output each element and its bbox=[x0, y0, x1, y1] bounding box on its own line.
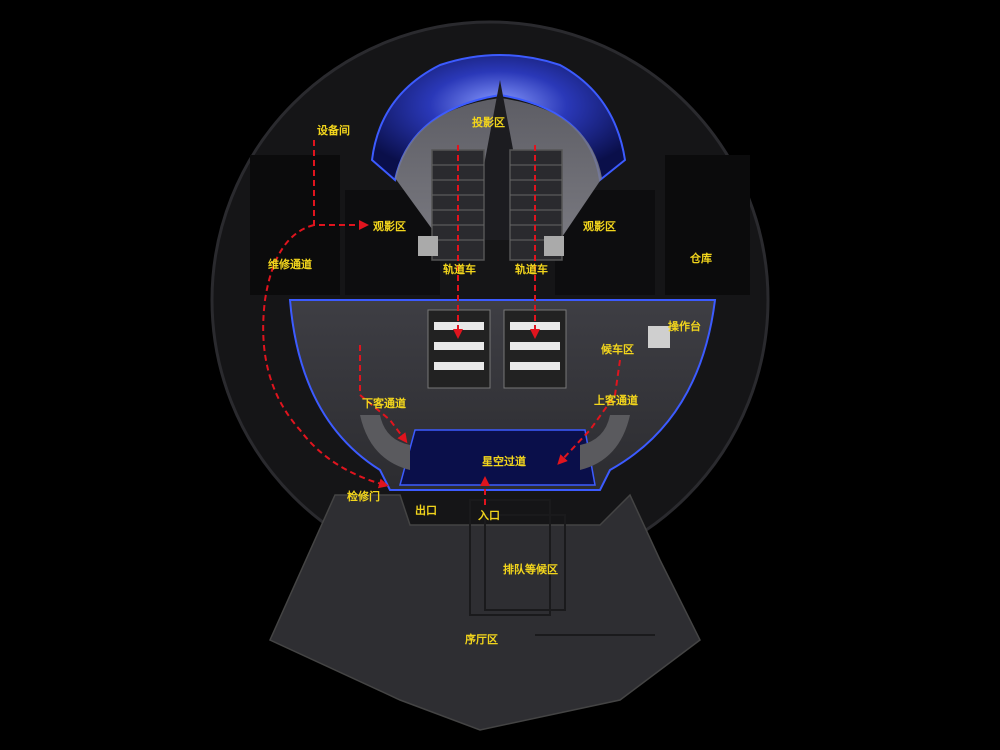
dashed-arrow-icon bbox=[262, 140, 621, 505]
label-viewing-area-left: 观影区 bbox=[373, 219, 406, 233]
label-warehouse: 仓库 bbox=[689, 251, 712, 265]
label-inspection-door: 检修门 bbox=[347, 489, 380, 503]
right-stair bbox=[580, 415, 630, 470]
lobby-floor bbox=[269, 493, 701, 731]
label-equipment-room: 设备间 bbox=[317, 123, 350, 137]
label-queue-area: 排队等候区 bbox=[503, 562, 558, 576]
label-exit-passage: 下客通道 bbox=[362, 396, 406, 410]
label-waiting-area: 候车区 bbox=[601, 342, 634, 356]
projector-right bbox=[544, 236, 564, 256]
label-starry-passage: 星空过道 bbox=[482, 454, 526, 468]
label-projection-area: 投影区 bbox=[472, 115, 505, 129]
label-track-car-left: 轨道车 bbox=[443, 262, 476, 276]
dome-screen bbox=[370, 54, 627, 182]
label-board-passage: 上客通道 bbox=[594, 393, 638, 407]
label-lobby: 序厅区 bbox=[465, 632, 498, 646]
label-track-car-right: 轨道车 bbox=[515, 262, 548, 276]
queue-barriers bbox=[469, 499, 655, 636]
equipment-room bbox=[250, 155, 340, 295]
left-stair bbox=[360, 415, 410, 470]
console-desk bbox=[648, 326, 670, 348]
label-entrance: 入口 bbox=[478, 509, 500, 522]
label-console: 操作台 bbox=[668, 319, 701, 333]
label-maintenance-corridor: 维修通道 bbox=[268, 257, 312, 271]
label-viewing-area-right: 观影区 bbox=[583, 219, 616, 233]
projector-left bbox=[418, 236, 438, 256]
warehouse-room bbox=[665, 155, 750, 295]
label-exit: 出口 bbox=[415, 503, 437, 517]
